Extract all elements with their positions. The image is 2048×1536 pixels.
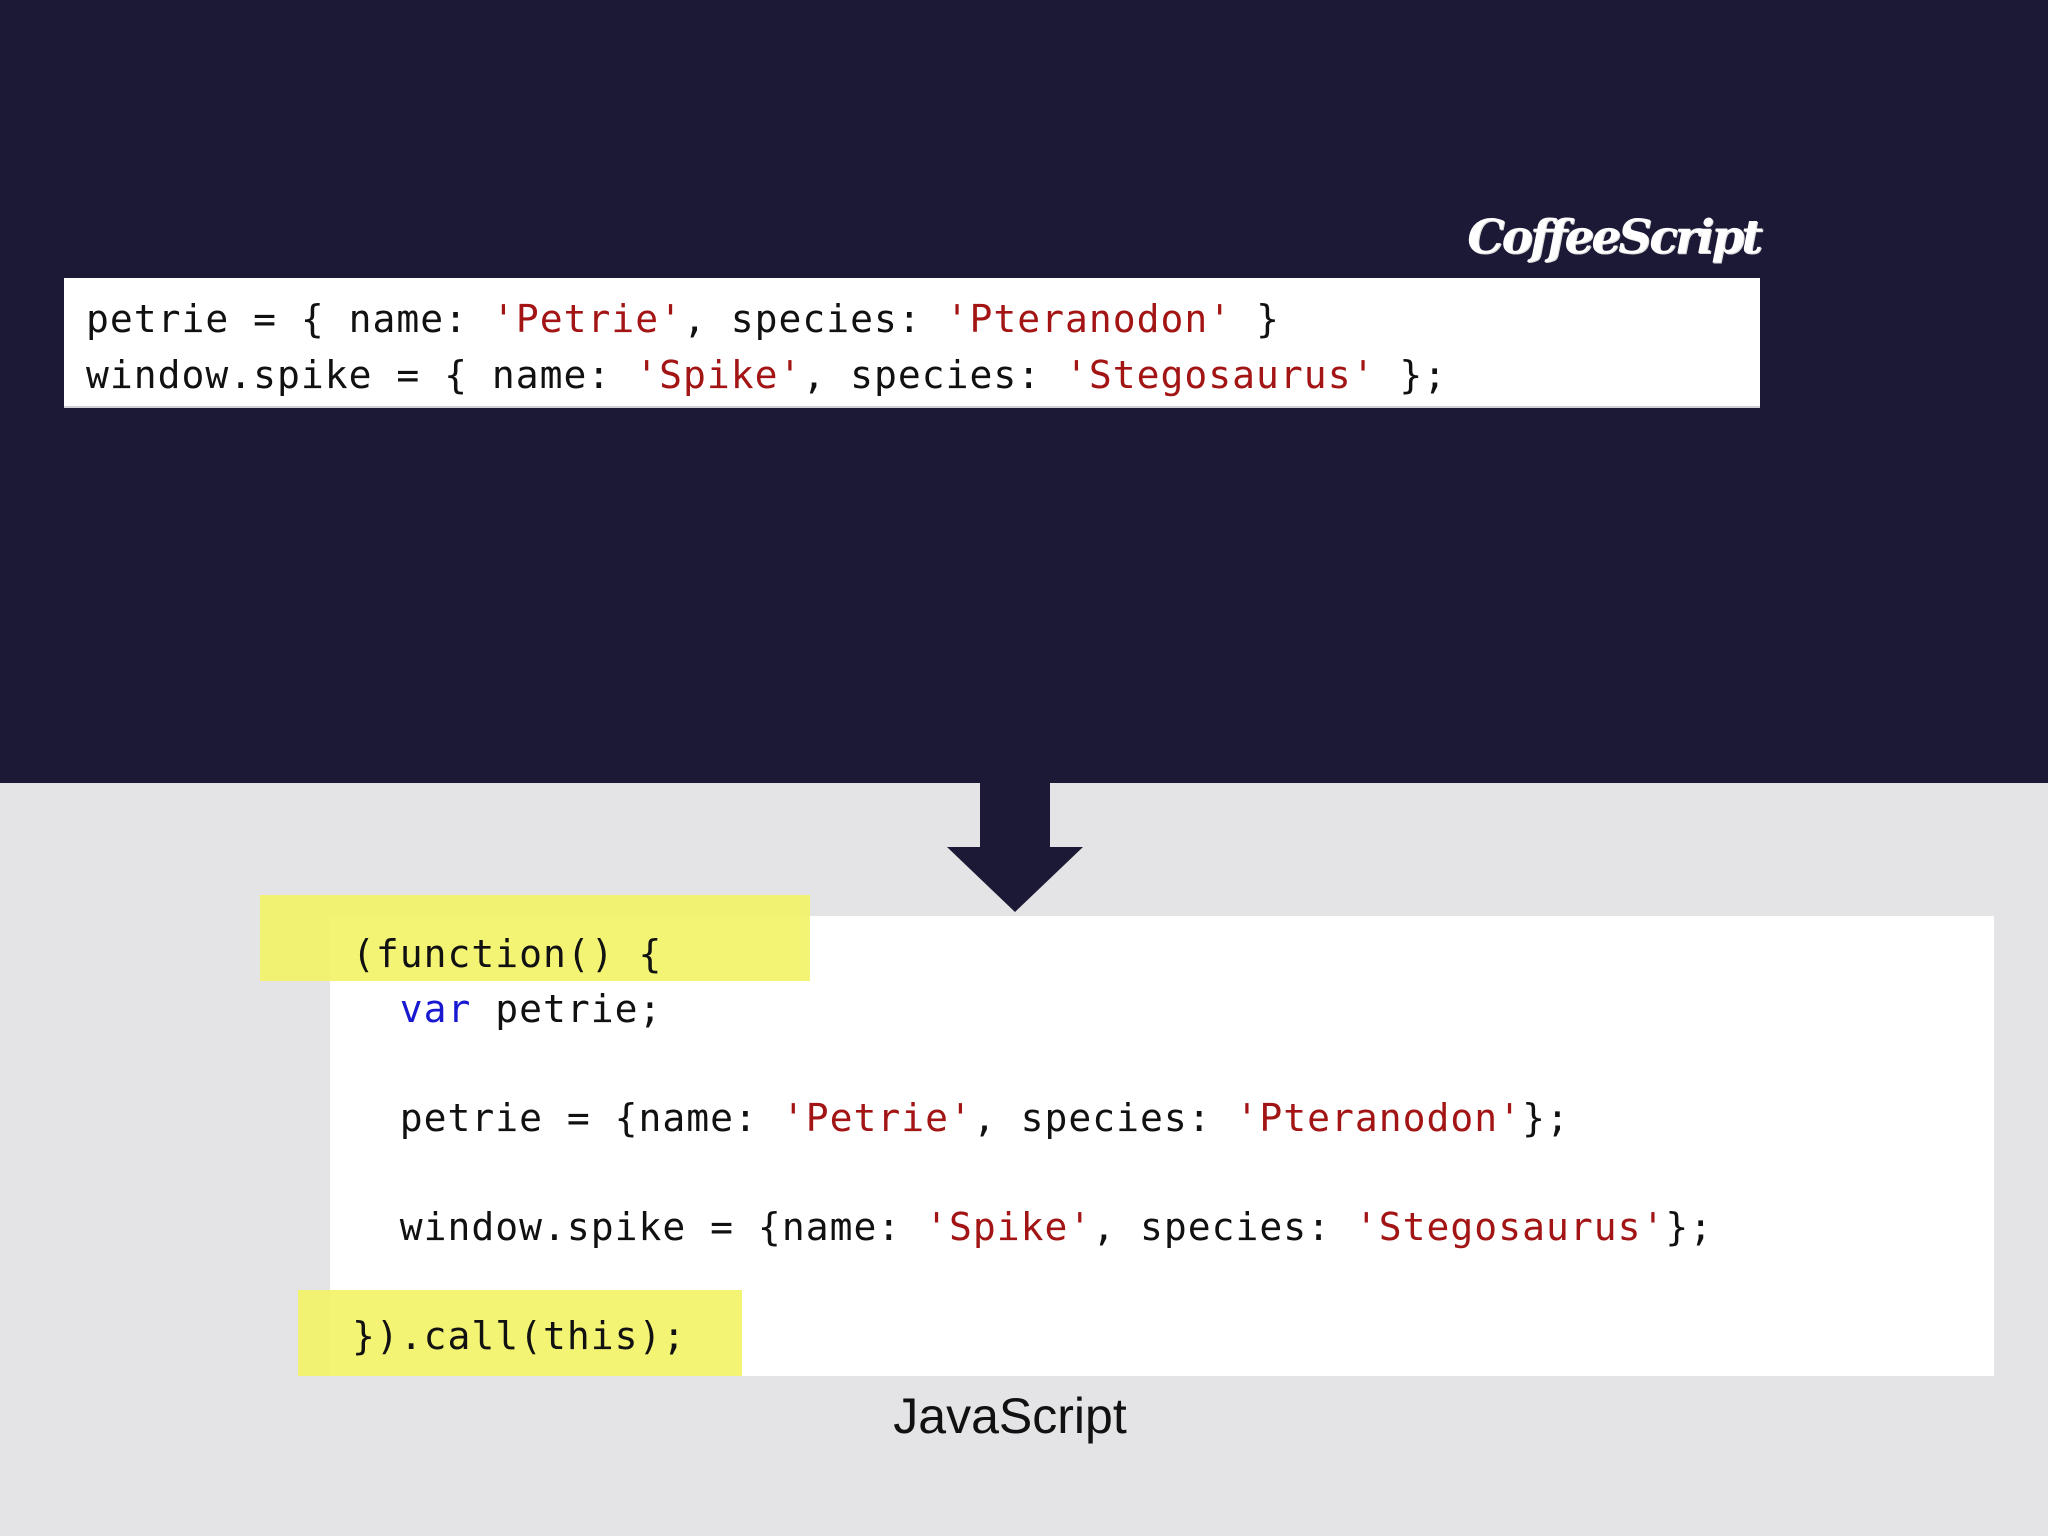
coffeescript-code: petrie = { name: 'Petrie', species: 'Pte… bbox=[86, 291, 1447, 403]
function-wrapper-open-highlight bbox=[260, 895, 810, 981]
blank-line bbox=[352, 1145, 1713, 1200]
js-petrie-line: petrie = {name: 'Petrie', species: 'Pter… bbox=[352, 1091, 1713, 1146]
coffee-line-1-middle: , species: bbox=[682, 297, 946, 341]
down-arrow-icon bbox=[947, 780, 1083, 912]
coffeescript-code-panel: petrie = { name: 'Petrie', species: 'Pte… bbox=[64, 278, 1760, 408]
javascript-caption: JavaScript bbox=[893, 1388, 1127, 1444]
coffee-line-1-suffix: } bbox=[1232, 297, 1280, 341]
js-spike-prefix: window.spike = {name: bbox=[399, 1204, 926, 1249]
js-spike-line: window.spike = {name: 'Spike', species: … bbox=[352, 1200, 1713, 1255]
js-close-line: }).call(this); bbox=[352, 1313, 687, 1358]
js-open-line: (function() { bbox=[352, 932, 663, 976]
coffee-line-1: petrie = { name: 'Petrie', species: 'Pte… bbox=[86, 297, 1280, 341]
js-petrie-suffix: }; bbox=[1522, 1095, 1570, 1140]
function-wrapper-close-highlight bbox=[298, 1290, 742, 1376]
blank-line bbox=[352, 1254, 1713, 1309]
js-petrie-name-string: 'Petrie' bbox=[781, 1095, 973, 1140]
js-var-name: petrie; bbox=[471, 986, 663, 1031]
js-var-line: var petrie; bbox=[352, 982, 1713, 1037]
coffee-petrie-name-string: 'Petrie' bbox=[491, 297, 683, 341]
coffee-line-2-prefix: window.spike = { name: bbox=[86, 353, 636, 397]
coffee-line-2-middle: , species: bbox=[802, 353, 1066, 397]
coffee-line-2: window.spike = { name: 'Spike', species:… bbox=[86, 353, 1447, 397]
javascript-code: (function() { var petrie; petrie = {name… bbox=[352, 927, 1713, 1363]
coffee-line-1-prefix: petrie = { name: bbox=[86, 297, 492, 341]
blank-line bbox=[352, 1036, 1713, 1091]
js-spike-suffix: }; bbox=[1665, 1204, 1714, 1249]
js-spike-name-string: 'Spike' bbox=[925, 1204, 1093, 1249]
coffeescript-brand: CoffeeScript bbox=[1467, 210, 1763, 265]
coffee-spike-species-string: 'Stegosaurus' bbox=[1065, 353, 1376, 397]
js-petrie-middle: , species: bbox=[972, 1095, 1236, 1140]
js-petrie-prefix: petrie = {name: bbox=[399, 1095, 782, 1140]
js-spike-middle: , species: bbox=[1092, 1204, 1355, 1249]
js-petrie-species-string: 'Pteranodon' bbox=[1235, 1095, 1523, 1140]
coffee-spike-name-string: 'Spike' bbox=[635, 353, 803, 397]
coffee-line-2-suffix: }; bbox=[1375, 353, 1448, 397]
coffee-petrie-species-string: 'Pteranodon' bbox=[945, 297, 1233, 341]
js-var-keyword: var bbox=[399, 986, 472, 1031]
js-spike-species-string: 'Stegosaurus' bbox=[1354, 1204, 1666, 1249]
